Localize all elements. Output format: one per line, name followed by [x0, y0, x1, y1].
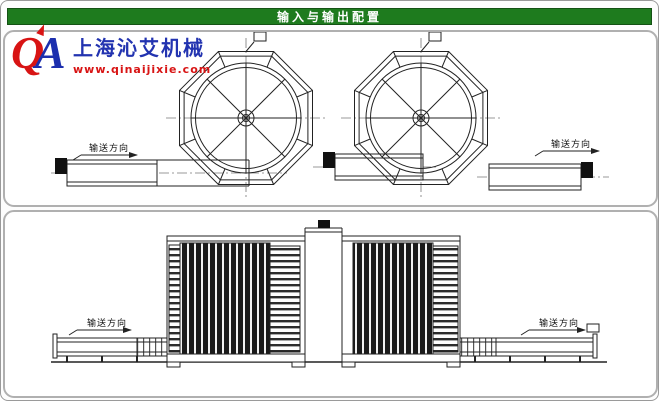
plan-outfeed-conveyor	[477, 162, 609, 191]
plan-direction-label-left: 输送方向	[72, 142, 138, 161]
monogram-q-letter: Q	[11, 27, 45, 78]
page-title: 输入与输出配置	[276, 10, 382, 24]
plan-view-panel: 输送方向 输送方向	[3, 30, 658, 207]
elev-spiral-tower-right	[341, 235, 461, 368]
elevation-view-panel: 输送方向 输送方向	[3, 210, 658, 398]
elev-direction-text-left: 输送方向	[87, 317, 127, 329]
elev-transfer-motor	[318, 220, 330, 228]
monogram-a-letter: A	[35, 27, 66, 78]
elev-spiral-tower-left	[166, 235, 306, 368]
plan-transfer-conveyor	[313, 152, 439, 181]
elev-outfeed-end-box	[586, 323, 600, 333]
plan-direction-text-right: 输送方向	[551, 138, 591, 150]
elev-direction-label-right: 输送方向	[520, 317, 586, 336]
plan-direction-text-left: 输送方向	[89, 142, 129, 154]
title-bar: 输入与输出配置	[7, 8, 652, 25]
brand-text-block: 上海沁艾机械 www.qinaijixie.com	[73, 34, 211, 76]
brand-url: www.qinaijixie.com	[73, 63, 212, 76]
brand-monogram: Q A	[11, 22, 73, 84]
plan-outfeed-motor	[581, 162, 593, 178]
elev-outfeed-conveyor	[459, 323, 600, 362]
plan-direction-label-right: 输送方向	[534, 138, 600, 157]
brand-logo: Q A 上海沁艾机械 www.qinaijixie.com	[11, 22, 211, 84]
brand-name: 上海沁艾机械	[73, 36, 205, 60]
plan-transfer-motor	[323, 152, 335, 168]
plan-view-drawing: 输送方向 输送方向	[51, 32, 609, 199]
elev-direction-text-right: 输送方向	[539, 317, 579, 329]
elevation-view-drawing: 输送方向 输送方向	[51, 220, 607, 368]
elev-infeed-conveyor	[52, 333, 168, 362]
elev-transfer-bridge	[304, 220, 343, 236]
elev-direction-label-left: 输送方向	[68, 317, 132, 336]
plan-infeed-motor	[55, 158, 67, 174]
plan-infeed-conveyor	[51, 158, 287, 187]
